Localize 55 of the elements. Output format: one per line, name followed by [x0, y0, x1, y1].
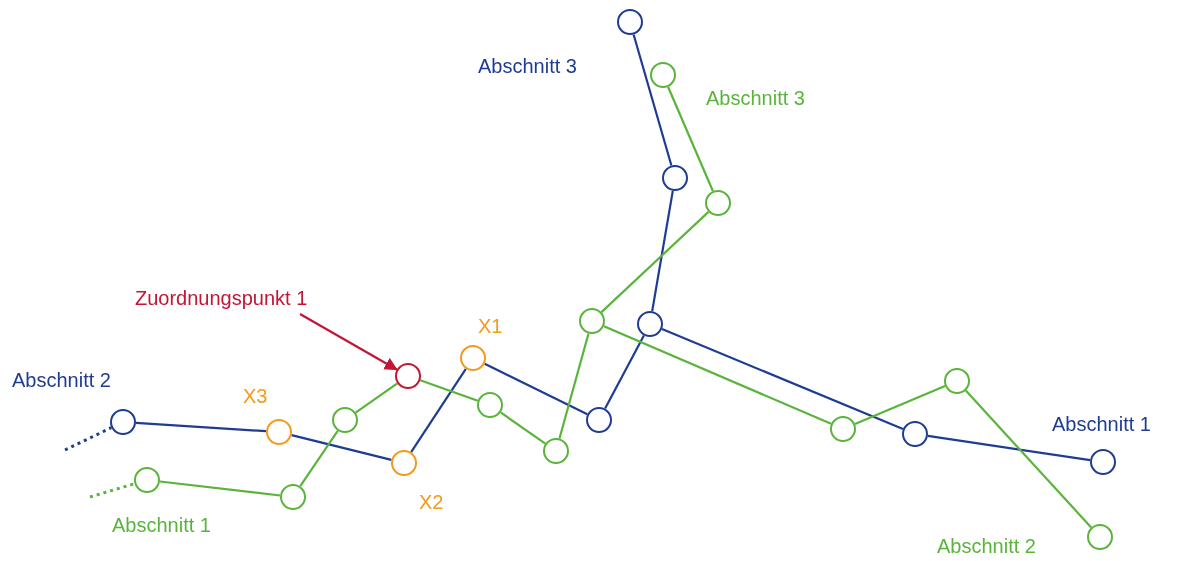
- line-segment: [419, 379, 479, 402]
- point-circle: [477, 392, 503, 418]
- pointer-arrow: [299, 313, 398, 371]
- point-circle: [637, 311, 663, 337]
- point-circle: [332, 407, 358, 433]
- point-circle: [579, 308, 605, 334]
- line-segment: [854, 385, 946, 425]
- point-circle: [266, 419, 292, 445]
- line-segment: [604, 334, 645, 410]
- line-segment: [632, 34, 673, 166]
- point-circle: [705, 190, 731, 216]
- point-circle: [280, 484, 306, 510]
- line-segment: [299, 430, 339, 487]
- point-circle: [586, 407, 612, 433]
- section-label: X1: [478, 314, 503, 338]
- section-label: X3: [243, 384, 268, 408]
- point-circle: [395, 363, 421, 389]
- section-label: Abschnitt 2: [937, 534, 1036, 558]
- point-circle: [944, 368, 970, 394]
- point-circle: [1087, 524, 1113, 550]
- line-segment: [927, 434, 1091, 462]
- point-circle: [617, 9, 643, 35]
- point-circle: [1090, 449, 1116, 475]
- section-label: Abschnitt 1: [112, 513, 211, 537]
- line-segment: [603, 325, 832, 425]
- line-segment: [661, 327, 904, 431]
- section-label: X2: [419, 490, 444, 514]
- callout-text: Zuordnungspunkt 1: [135, 286, 308, 310]
- line-segment: [558, 333, 590, 439]
- section-label: Abschnitt 1: [1052, 412, 1151, 436]
- line-segment: [135, 421, 267, 433]
- line-segment: [600, 211, 710, 313]
- line-segment: [500, 411, 546, 445]
- point-circle: [543, 438, 569, 464]
- line-segment: [484, 362, 588, 416]
- section-label: Abschnitt 3: [478, 54, 577, 78]
- point-circle: [830, 416, 856, 442]
- point-circle: [650, 62, 676, 88]
- point-circle: [110, 409, 136, 435]
- line-segment: [651, 190, 674, 312]
- dotted-line-segment: [89, 482, 135, 499]
- section-label: Abschnitt 2: [12, 368, 111, 392]
- section-label: Abschnitt 3: [706, 86, 805, 110]
- line-segment: [355, 382, 398, 414]
- dotted-line-segment: [64, 426, 112, 452]
- line-segment: [410, 368, 467, 453]
- line-segment: [667, 86, 714, 192]
- point-circle: [460, 345, 486, 371]
- line-segment: [964, 389, 1093, 529]
- point-circle: [662, 165, 688, 191]
- point-circle: [902, 421, 928, 447]
- point-circle: [391, 450, 417, 476]
- line-segment: [291, 434, 392, 461]
- point-circle: [134, 467, 160, 493]
- line-segment: [159, 480, 281, 497]
